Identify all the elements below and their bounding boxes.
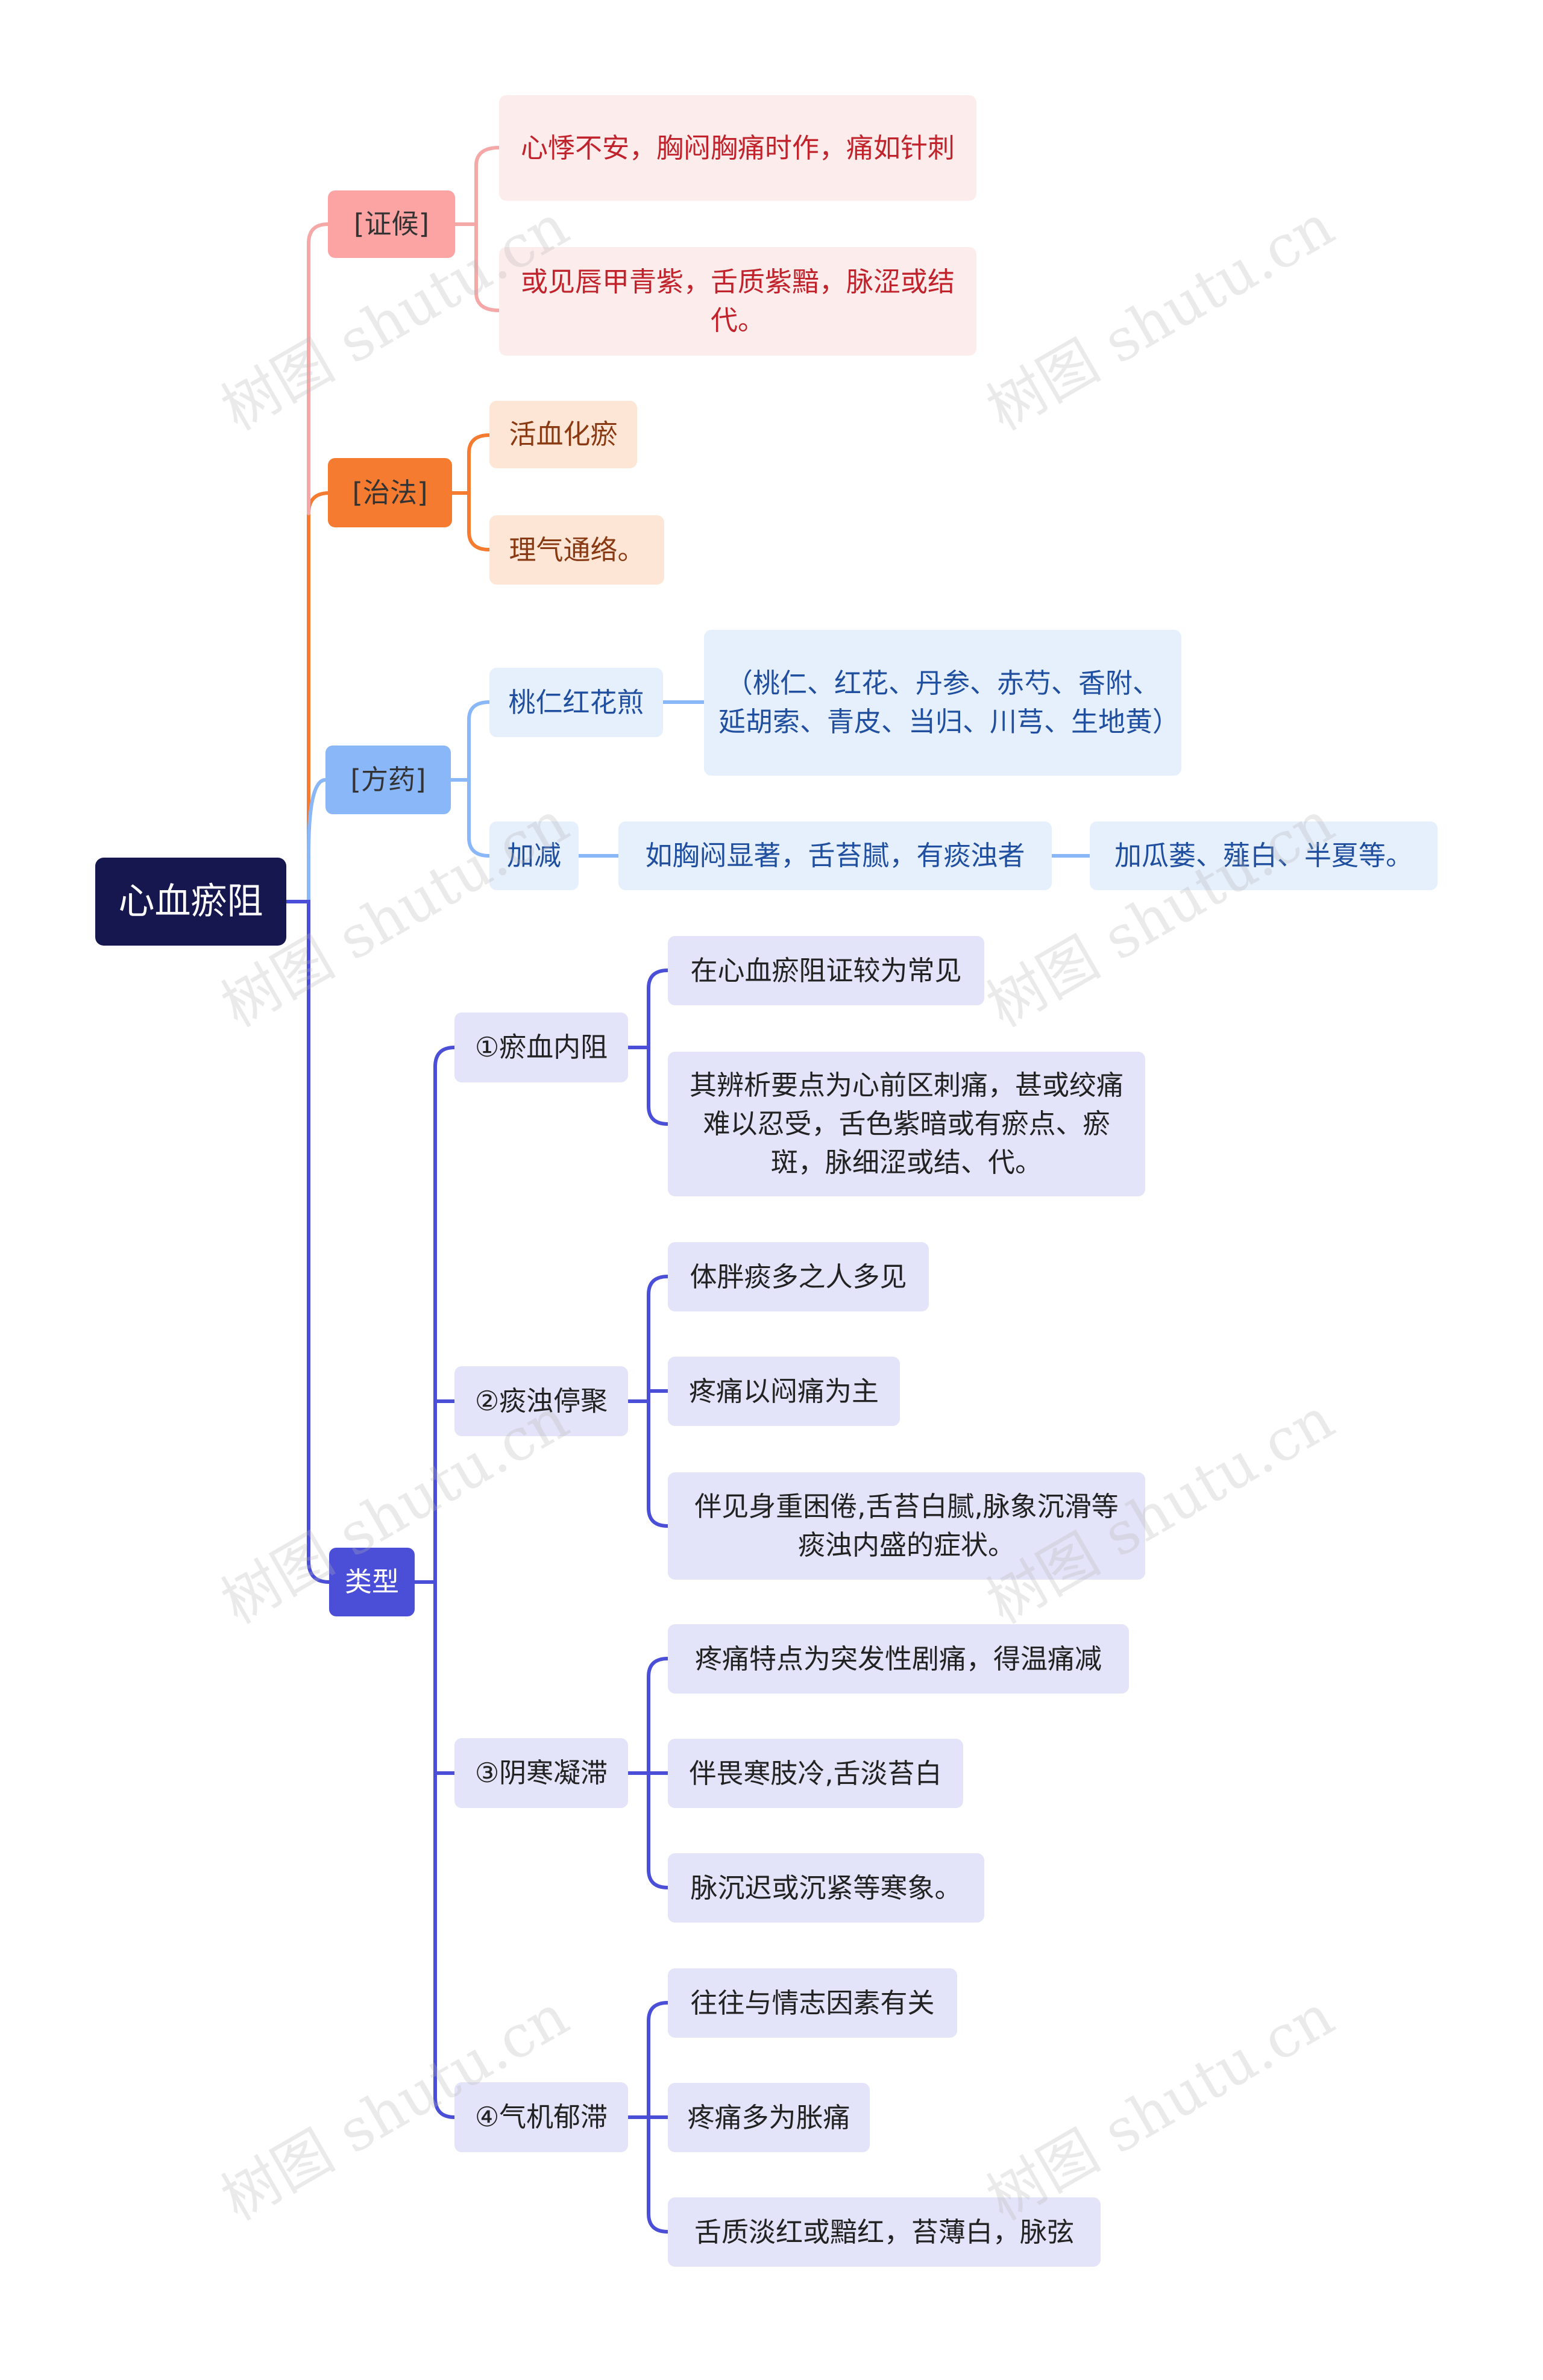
- branch-leixing[interactable]: 类型: [329, 1548, 415, 1616]
- type-2-label[interactable]: ②痰浊停聚: [454, 1366, 628, 1436]
- fangyao-jiajian[interactable]: 加减: [489, 821, 579, 890]
- zhenghou-item-1[interactable]: 心悸不安，胸闷胸痛时作，痛如针刺: [499, 95, 976, 201]
- type-4-item-2[interactable]: 疼痛多为胀痛: [668, 2083, 870, 2152]
- type-2-item-2[interactable]: 疼痛以闷痛为主: [668, 1357, 900, 1426]
- root-node[interactable]: 心血瘀阻: [95, 858, 286, 946]
- type-3-item-2[interactable]: 伴畏寒肢冷,舌淡苔白: [668, 1739, 963, 1808]
- type-4-item-3[interactable]: 舌质淡红或黯红，苔薄白，脉弦: [668, 2197, 1101, 2267]
- type-4-label[interactable]: ④气机郁滞: [454, 2082, 628, 2152]
- fangyao-addition[interactable]: 加瓜蒌、薤白、半夏等。: [1090, 821, 1438, 890]
- type-3-item-1[interactable]: 疼痛特点为突发性剧痛，得温痛减: [668, 1624, 1129, 1694]
- type-1-item-1[interactable]: 在心血瘀阻证较为常见: [668, 936, 984, 1005]
- zhifa-item-1[interactable]: 活血化瘀: [489, 401, 637, 468]
- type-3-label[interactable]: ③阴寒凝滞: [454, 1738, 628, 1808]
- type-2-item-1[interactable]: 体胖痰多之人多见: [668, 1242, 929, 1311]
- zhenghou-item-2[interactable]: 或见唇甲青紫，舌质紫黯，脉涩或结代。: [499, 247, 976, 356]
- branch-zhenghou[interactable]: [证候]: [328, 190, 455, 258]
- type-1-label[interactable]: ①瘀血内阻: [454, 1013, 628, 1082]
- branch-fangyao[interactable]: [方药]: [325, 746, 451, 814]
- branch-zhifa[interactable]: [治法]: [328, 458, 452, 527]
- zhifa-item-2[interactable]: 理气通络。: [489, 515, 664, 585]
- fangyao-condition[interactable]: 如胸闷显著，舌苔腻，有痰浊者: [618, 821, 1052, 890]
- type-1-item-2[interactable]: 其辨析要点为心前区刺痛，甚或绞痛难以忍受，舌色紫暗或有瘀点、瘀斑，脉细涩或结、代…: [668, 1052, 1145, 1196]
- type-4-item-1[interactable]: 往往与情志因素有关: [668, 1968, 957, 2038]
- type-2-item-3[interactable]: 伴见身重困倦,舌苔白腻,脉象沉滑等痰浊内盛的症状。: [668, 1472, 1145, 1580]
- type-3-item-3[interactable]: 脉沉迟或沉紧等寒象。: [668, 1853, 984, 1923]
- fangyao-formula-detail[interactable]: （桃仁、红花、丹参、赤芍、香附、延胡索、青皮、当归、川芎、生地黄）: [704, 630, 1181, 776]
- fangyao-formula[interactable]: 桃仁红花煎: [489, 668, 663, 737]
